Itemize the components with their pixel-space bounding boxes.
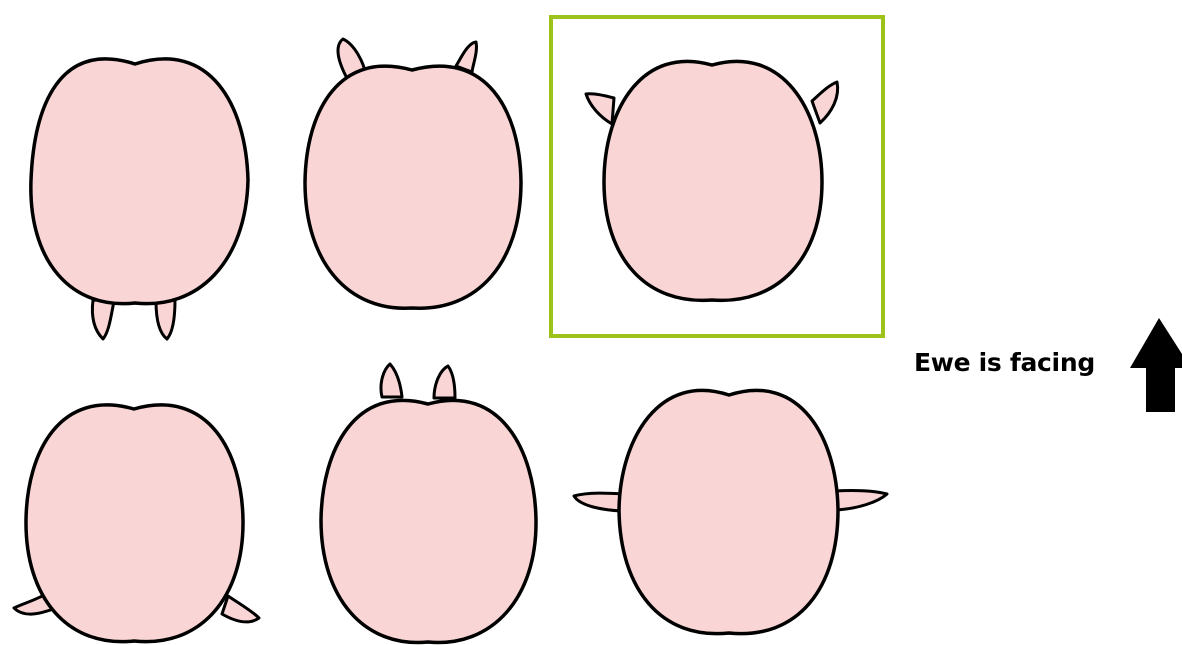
ewe-head-figure-1 (31, 59, 248, 339)
head-outline (26, 405, 243, 642)
ear-right (812, 82, 838, 123)
head-outline (305, 66, 521, 308)
head-outline (619, 390, 838, 633)
ewe-head-figure-2 (305, 39, 521, 308)
ear-right (156, 300, 175, 339)
ear-left (574, 493, 624, 511)
ewe-head-figure-3 (551, 17, 883, 336)
ear-left (92, 300, 114, 339)
head-outline (31, 59, 248, 304)
ewe-head-figure-6 (574, 390, 887, 633)
ewe-head-figure-4 (14, 405, 259, 642)
ear-right (222, 596, 259, 622)
ear-right (434, 366, 455, 398)
arrow-up-icon (1130, 318, 1182, 412)
head-outline (604, 61, 822, 300)
ear-right (834, 490, 887, 510)
ewe-head-figure-5 (321, 364, 536, 642)
ear-left (586, 94, 614, 124)
ear-left (381, 364, 402, 397)
head-outline (321, 400, 536, 642)
facing-direction-caption: Ewe is facing (914, 348, 1095, 377)
